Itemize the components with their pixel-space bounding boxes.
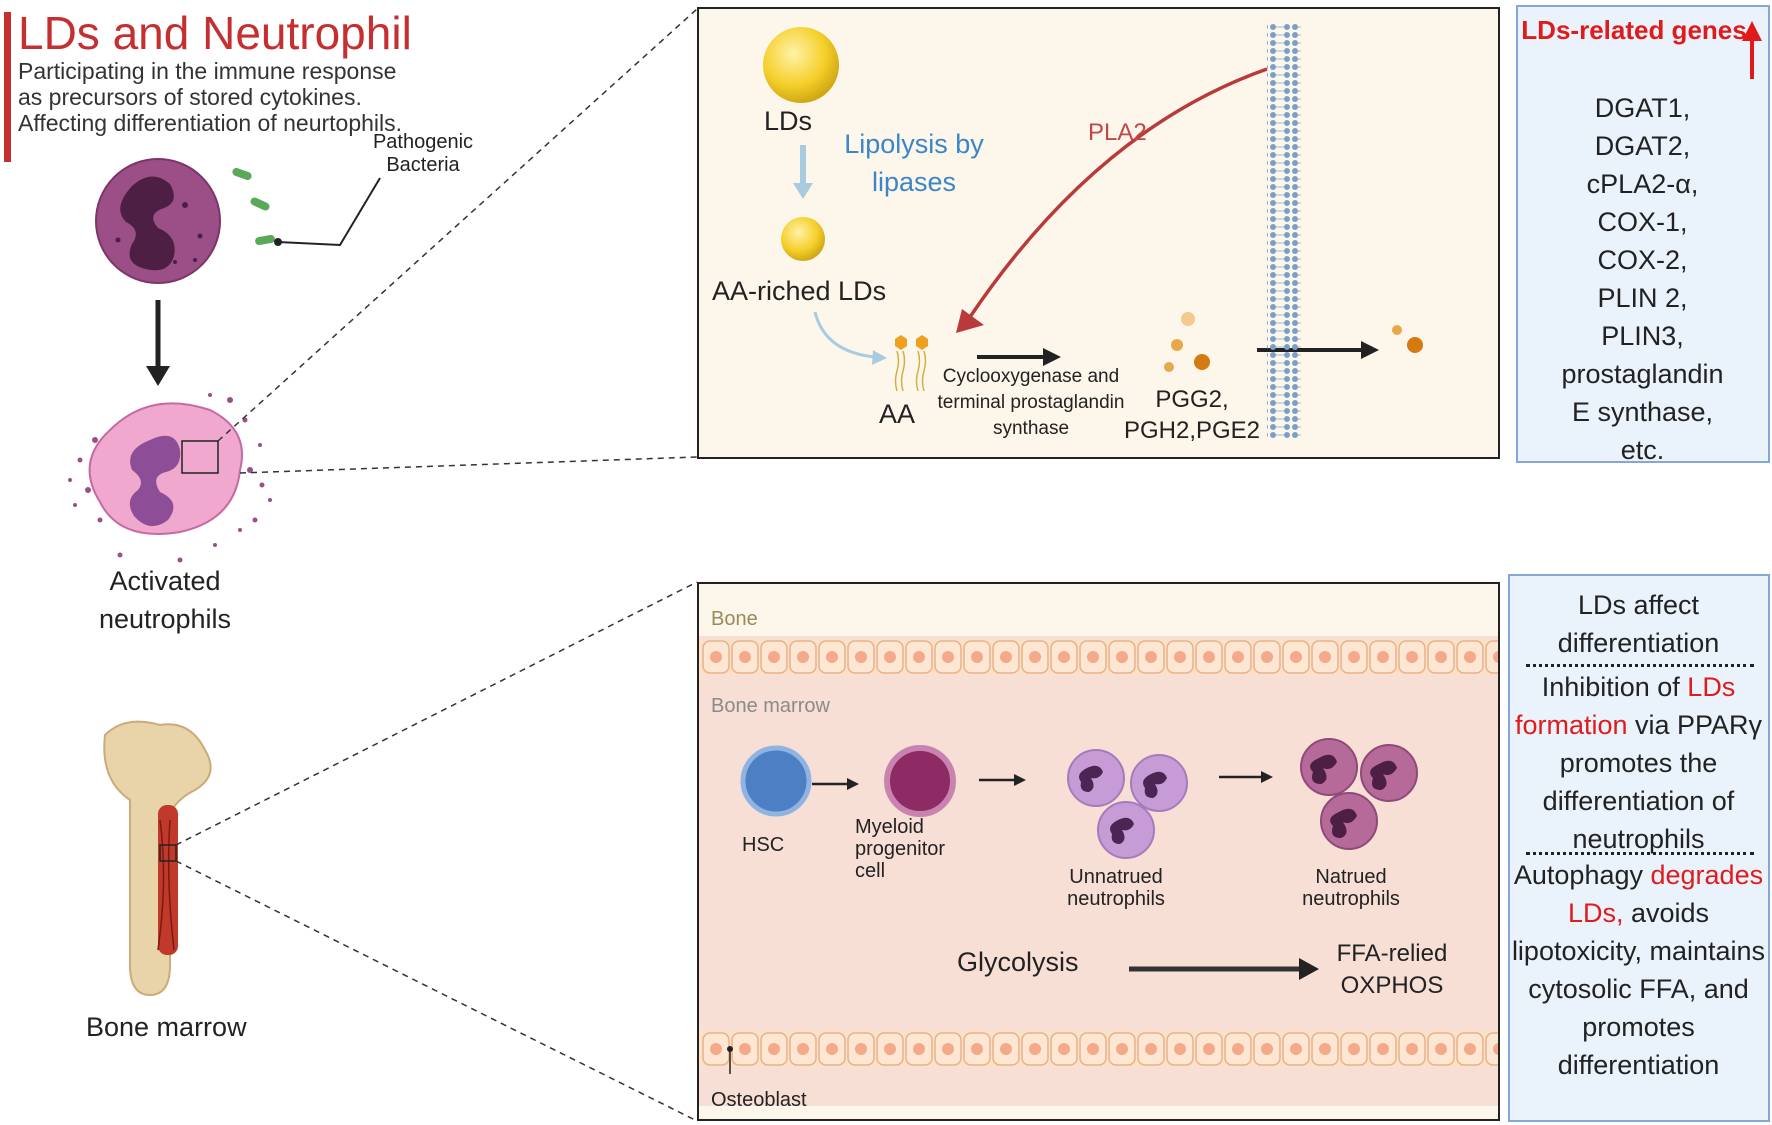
diff-section-2: Inhibition of LDs formation via PPARγ pr… — [1514, 672, 1763, 854]
activated-neutrophils-label: Activated neutrophils — [98, 566, 232, 634]
lds-label: LDs — [764, 106, 813, 136]
natrued-label: Natrued neutrophils — [1302, 866, 1400, 910]
diff-section-3: Autophagy degrades LDs, avoids lipotoxic… — [1511, 860, 1766, 1080]
section-divider — [1526, 852, 1754, 855]
aa-phospholipid-icon — [894, 335, 928, 392]
natrued-neutrophils-icon — [1300, 738, 1418, 850]
pgg-label: PGG2, PGH2,PGE2 — [1123, 386, 1261, 444]
lipolysis-label: Lipolysis by lipases — [844, 129, 984, 197]
up-arrow-icon — [1742, 21, 1762, 79]
gene-item: etc. — [1620, 435, 1665, 465]
differentiation-box: LDs affect differentiation Inhibition of… — [1508, 574, 1770, 1122]
title-accent-bar — [4, 12, 11, 162]
myeloid-label: Myeloid progenitor cell — [855, 816, 946, 882]
gene-item: cPLA2-α, — [1586, 169, 1699, 199]
hsc-cell-icon — [740, 745, 812, 817]
aa-label: AA — [879, 399, 916, 429]
gene-item: COX-1, — [1597, 207, 1688, 237]
diff-section-1: LDs affect differentiation — [1557, 590, 1720, 658]
bone-cells-bottom — [699, 1031, 1498, 1067]
aa-riched-lds-label: AA-riched LDs — [712, 276, 887, 306]
femur-bone-icon — [103, 720, 212, 997]
lds-related-genes-box: LDs-related genes DGAT1, DGAT2, cPLA2-α, CO… — [1516, 5, 1770, 465]
hsc-label: HSC — [742, 834, 785, 856]
gene-item: COX-2, — [1597, 245, 1688, 275]
bacteria-label: Pathogenic Bacteria — [372, 131, 474, 176]
ffa-oxphos-label: FFA-relied OXPHOS — [1336, 940, 1448, 999]
bone-cells-top — [699, 639, 1498, 675]
enzyme-label: Cyclooxygenase and terminal prostaglandi… — [937, 366, 1125, 439]
gene-item: PLIN3, — [1601, 321, 1684, 351]
bone-marrow-diagram — [699, 636, 1498, 1106]
bone-marrow-panel: Bone Bone marrow HSC Myeloid progenitor … — [697, 582, 1500, 1121]
aa-lipid-droplet-icon — [781, 217, 825, 261]
gene-item: PLIN 2, — [1597, 283, 1688, 313]
glycolysis-label: Glycolysis — [957, 947, 1079, 977]
unnatrued-neutrophils-icon — [1067, 749, 1188, 859]
bacteria-icon — [232, 167, 275, 246]
prostaglandin-dots — [1164, 312, 1423, 372]
gene-item: prostaglandin — [1561, 359, 1724, 389]
activated-neutrophil — [88, 402, 243, 535]
genes-box-title: LDs-related genes — [1521, 15, 1747, 45]
osteoblast-label: Osteoblast — [711, 1089, 807, 1111]
cell-membrane — [1267, 22, 1301, 440]
cytokine-dots — [68, 393, 272, 563]
myeloid-progenitor-icon — [884, 745, 956, 817]
gene-list: DGAT1, DGAT2, cPLA2-α, COX-1, COX-2, PLIN 2, P… — [1518, 89, 1767, 469]
lipid-droplet-diagram — [763, 22, 1423, 440]
gene-item: E synthase, — [1571, 397, 1714, 427]
left-illustrations — [68, 8, 698, 1122]
lipid-droplet-large-icon — [763, 27, 839, 103]
pla2-label: PLA2 — [1088, 119, 1147, 146]
gene-item: DGAT1, — [1594, 93, 1691, 123]
bone-label: Bone — [711, 608, 758, 630]
gene-item: DGAT2, — [1594, 131, 1691, 161]
section-divider — [1526, 664, 1754, 667]
page-description: Participating in the immune response as … — [18, 58, 403, 136]
resting-neutrophil — [95, 158, 221, 284]
bone-marrow-region-label: Bone marrow — [711, 695, 830, 717]
bone-marrow-label: Bone marrow — [86, 1012, 247, 1042]
page-title: LDs and Neutrophil — [18, 7, 412, 59]
unnatrued-label: Unnatrued neutrophils — [1067, 866, 1165, 910]
